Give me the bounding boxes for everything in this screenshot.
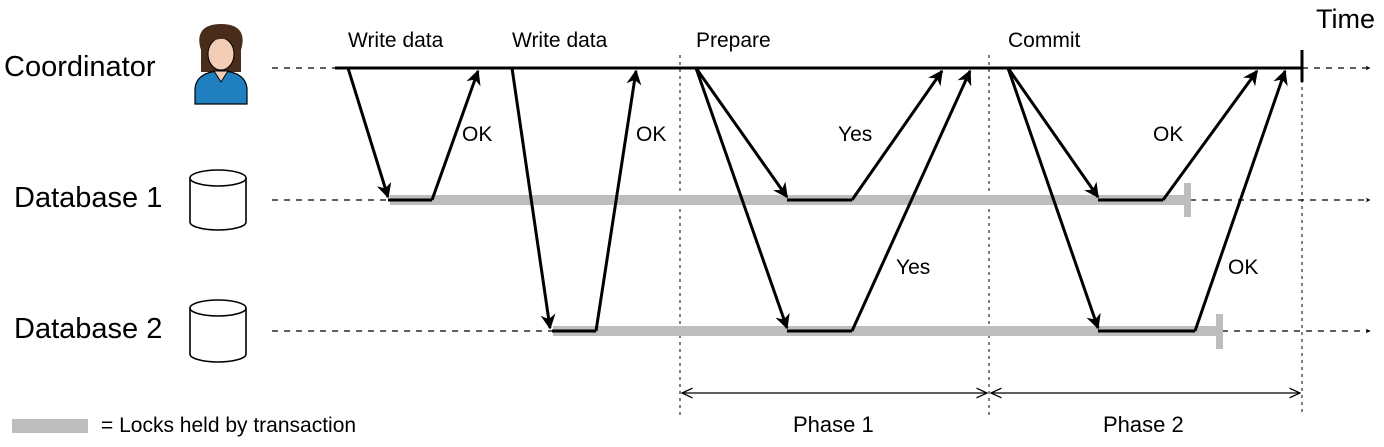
coordinator-label: Coordinator <box>4 51 156 83</box>
phase-dividers <box>679 55 1303 415</box>
db2-cylinder-top <box>189 299 247 317</box>
legend-lock-swatch <box>12 419 88 433</box>
avatar-neck <box>213 70 229 83</box>
db1-lock-end <box>1184 183 1191 217</box>
avatar-face <box>207 37 235 71</box>
prepare-db1-arrow <box>694 67 789 199</box>
write1-arrow <box>346 67 392 199</box>
yes-db2-arrow <box>850 69 972 332</box>
ok1-label: OK <box>462 123 493 146</box>
timeline-dashes <box>272 65 1371 334</box>
prepare-db2-arrow <box>694 67 790 330</box>
db2-cylinder-body <box>189 308 247 363</box>
commit-label: Commit <box>1008 29 1081 52</box>
commit-db2-arrow <box>1006 67 1101 330</box>
write1-label: Write data <box>348 29 444 52</box>
write2-arrow <box>510 67 556 330</box>
ok1-arrow <box>430 69 481 201</box>
ok-commit-db1-label: OK <box>1153 123 1184 146</box>
message-arrows <box>346 67 1288 332</box>
time-label: Time <box>1316 4 1375 34</box>
yes-db1-label: Yes <box>838 123 873 146</box>
db1-icon <box>189 169 247 231</box>
yes-db2-label: Yes <box>896 256 931 279</box>
yes-db1-arrow <box>850 69 944 201</box>
coordinator-avatar <box>194 24 248 105</box>
prepare-label: Prepare <box>696 29 771 52</box>
db2-lock-end <box>1216 314 1223 349</box>
legend-text: = Locks held by transaction <box>101 414 357 437</box>
db1-label: Database 1 <box>14 182 163 214</box>
processing-segments <box>388 198 1195 333</box>
ok2-label: OK <box>636 123 667 146</box>
ok2-arrow <box>594 69 642 332</box>
write2-label: Write data <box>512 29 608 52</box>
ok-commit-db2-arrow <box>1193 69 1288 332</box>
db2-lock-bar <box>553 326 1221 336</box>
phase2-label: Phase 2 <box>1103 412 1184 437</box>
phase1-label: Phase 1 <box>793 412 874 437</box>
ok-commit-db2-label: OK <box>1228 256 1259 279</box>
ok-commit-db1-arrow <box>1161 69 1259 201</box>
db2-icon <box>189 299 247 363</box>
db2-label: Database 2 <box>14 313 163 345</box>
db1-cylinder-body <box>189 178 247 231</box>
commit-db1-arrow <box>1006 67 1100 199</box>
avatar-fringe <box>208 33 235 44</box>
db1-cylinder-top <box>189 169 247 187</box>
